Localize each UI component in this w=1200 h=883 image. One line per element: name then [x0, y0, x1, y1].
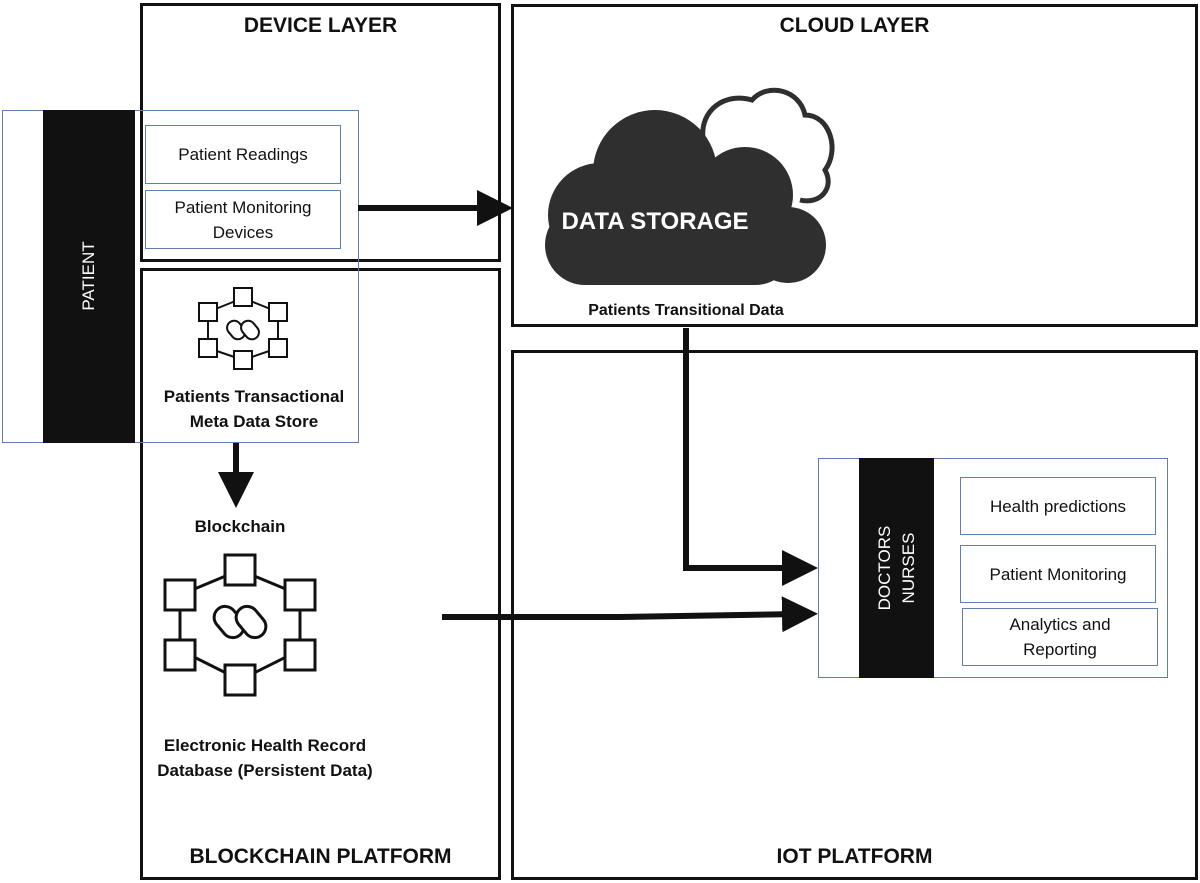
device-layer-title: DEVICE LAYER [243, 14, 398, 37]
cloud-icon [545, 110, 826, 285]
cloud-layer-title: CLOUD LAYER [779, 14, 930, 37]
blockchain-platform-frame [140, 268, 501, 880]
device-layer-frame [140, 3, 501, 262]
ehr-database-label: Electronic Health Record Database (Persi… [157, 736, 373, 780]
staff-bar: DOCTORS NURSES [859, 458, 934, 678]
patient-monitoring-devices-box: Patient Monitoring Devices [145, 190, 341, 249]
blockchain-platform-title: BLOCKCHAIN PLATFORM [189, 845, 452, 868]
data-storage-label: DATA STORAGE [561, 208, 749, 235]
iot-platform-title: IOT PLATFORM [776, 845, 933, 868]
blockchain-label: Blockchain [194, 517, 286, 536]
meta-data-store-label: Patients Transactional Meta Data Store [163, 387, 345, 431]
health-predictions-box: Health predictions [960, 477, 1156, 535]
analytics-reporting-box: Analytics and Reporting [962, 608, 1158, 666]
patient-bar: PATIENT [43, 110, 135, 443]
cloud-to-staff-arrow [683, 328, 818, 586]
transitional-data-caption: Patients Transitional Data [588, 302, 784, 319]
cloud-layer-frame [511, 4, 1198, 327]
ehr-blockchain-icon [163, 553, 317, 697]
patient-monitoring-box: Patient Monitoring [960, 545, 1156, 603]
patient-readings-box: Patient Readings [145, 125, 341, 184]
cloud-outline-icon [700, 87, 835, 204]
meta-store-chain-icon [198, 287, 288, 370]
patient-container [2, 110, 359, 443]
ehr-to-staff-arrow [442, 596, 818, 633]
